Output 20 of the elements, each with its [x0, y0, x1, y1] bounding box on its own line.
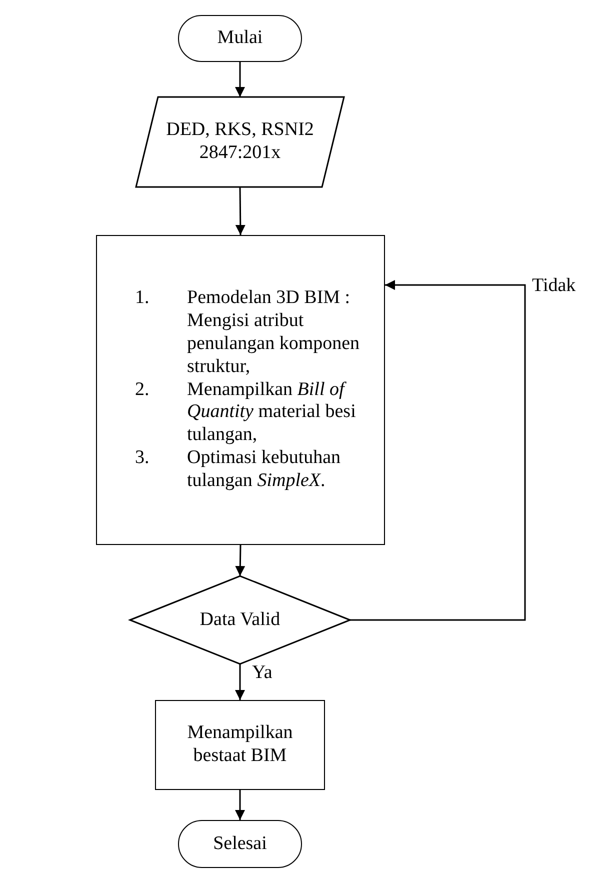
node-text: DED, RKS, RSNI2 2847:201x [165, 119, 315, 165]
list-item: 3. Optimasi kebutuhan tulangan SimpleX. [134, 446, 342, 493]
terminal-shape [178, 820, 302, 868]
arrow [235, 544, 246, 576]
arrow [235, 664, 245, 700]
node-text: Selesai [213, 832, 267, 856]
arrow [235, 790, 245, 820]
node-text: Menampilkan bestaat BIM [186, 722, 294, 768]
process-box [155, 700, 325, 790]
node-text: Data Valid [200, 608, 280, 632]
node-text: Mulai [217, 27, 263, 50]
list-item: 1. Pemodelan 3D BIM : Mengisi atribut penulangan komponen struktur, [134, 287, 361, 379]
process-box [96, 235, 385, 545]
arrow [235, 187, 246, 235]
input-parallelogram [136, 97, 344, 187]
arrow [235, 62, 245, 97]
list-item: 2. Menampilkan Bill of Quantity material besi tulangan, [134, 378, 357, 447]
decision-diamond [130, 576, 350, 664]
terminal-shape [178, 15, 302, 62]
arrow [350, 280, 526, 621]
